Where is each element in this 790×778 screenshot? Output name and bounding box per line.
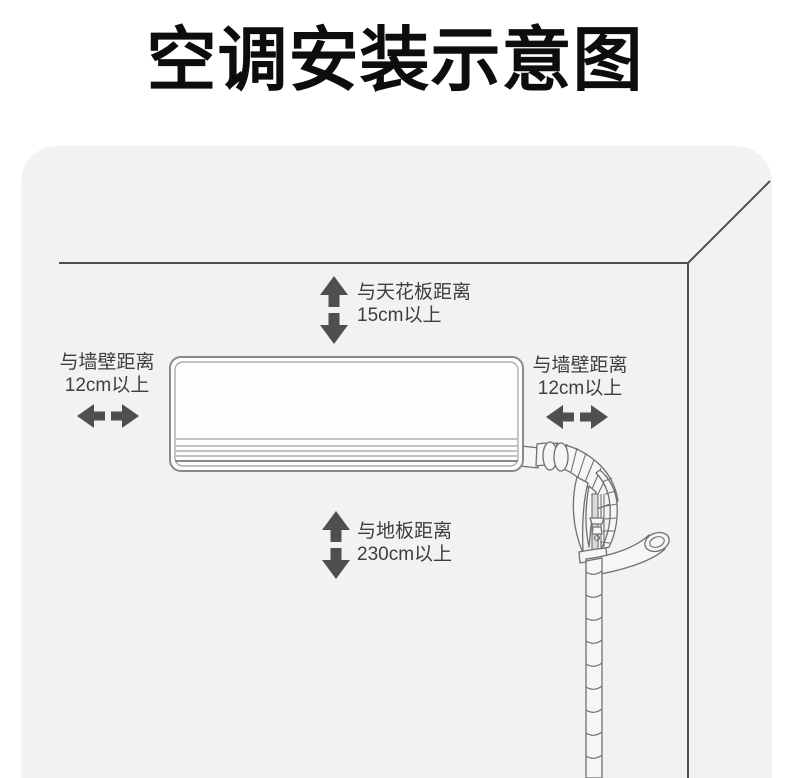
ac-unit-front-panel [174,361,519,467]
ceiling-clearance-label: 与天花板距离 15cm以上 [357,281,471,327]
vertical-double-arrow-icon [320,276,348,344]
horizontal-double-arrow-icon [546,405,608,429]
flare-nut [589,517,605,525]
right-wall-clearance-line1: 与墙壁距离 [532,355,628,376]
room-corner-lines [59,180,771,778]
floor-clearance-label: 与地板距离 230cm以上 [357,520,452,566]
page-title: 空调安装示意图 [146,21,644,99]
refrigerant-hose [519,441,670,778]
flare-nut [591,526,603,535]
wall-corner-diagonal-line [687,180,771,264]
right-wall-clearance-line2: 12cm以上 [537,378,623,399]
floor-clearance-line1: 与地板距离 [357,521,453,542]
hose-collar-ring [553,442,569,472]
ceiling-clearance-line2: 15cm以上 [357,305,442,326]
vertical-double-arrow-icon [322,511,350,579]
ceiling-clearance-line1: 与天花板距离 [357,282,472,303]
vertical-wrapped-pipe [585,557,603,778]
left-wall-clearance-line2: 12cm以上 [64,375,150,396]
ac-indoor-unit [169,356,524,472]
right-wall-clearance-label: 与墙壁距离 12cm以上 [510,354,650,400]
horizontal-double-arrow-icon [77,404,139,428]
drain-hose-opening [644,531,670,553]
ac-unit-body [169,356,524,472]
left-wall-clearance-line1: 与墙壁距离 [59,352,155,373]
floor-clearance-line2: 230cm以上 [357,544,453,565]
left-wall-clearance-label: 与墙壁距离 12cm以上 [37,351,177,397]
